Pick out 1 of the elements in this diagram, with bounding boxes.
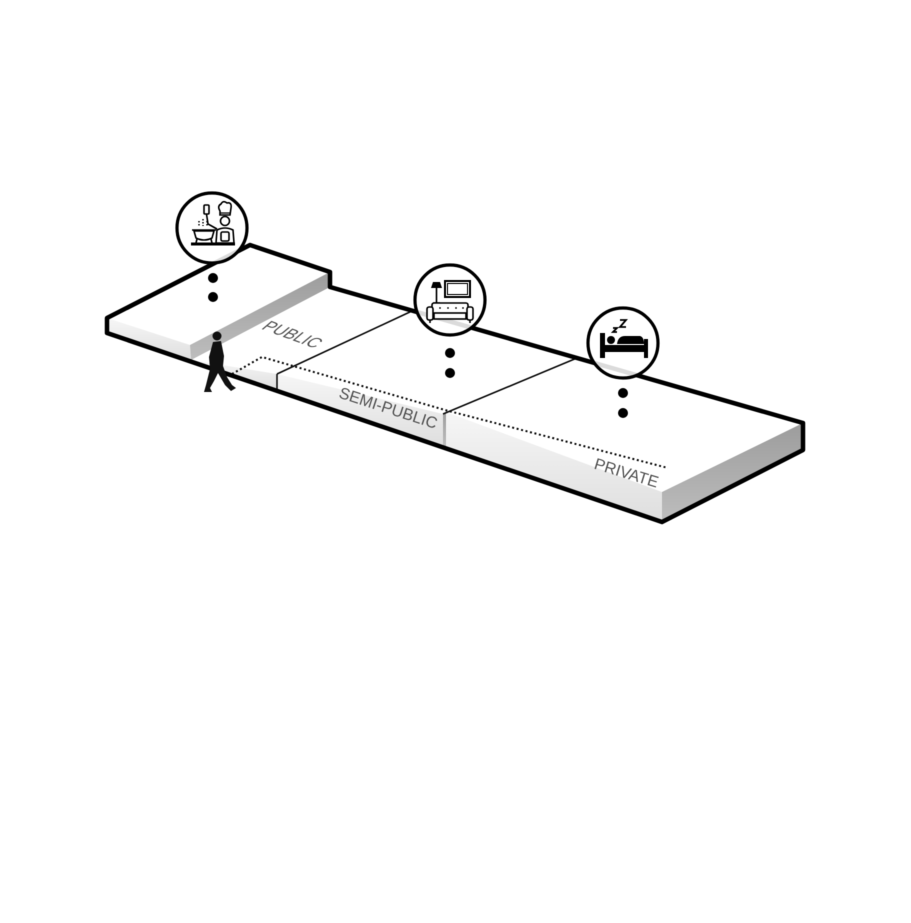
zone-label: PUBLIC (256, 319, 326, 352)
